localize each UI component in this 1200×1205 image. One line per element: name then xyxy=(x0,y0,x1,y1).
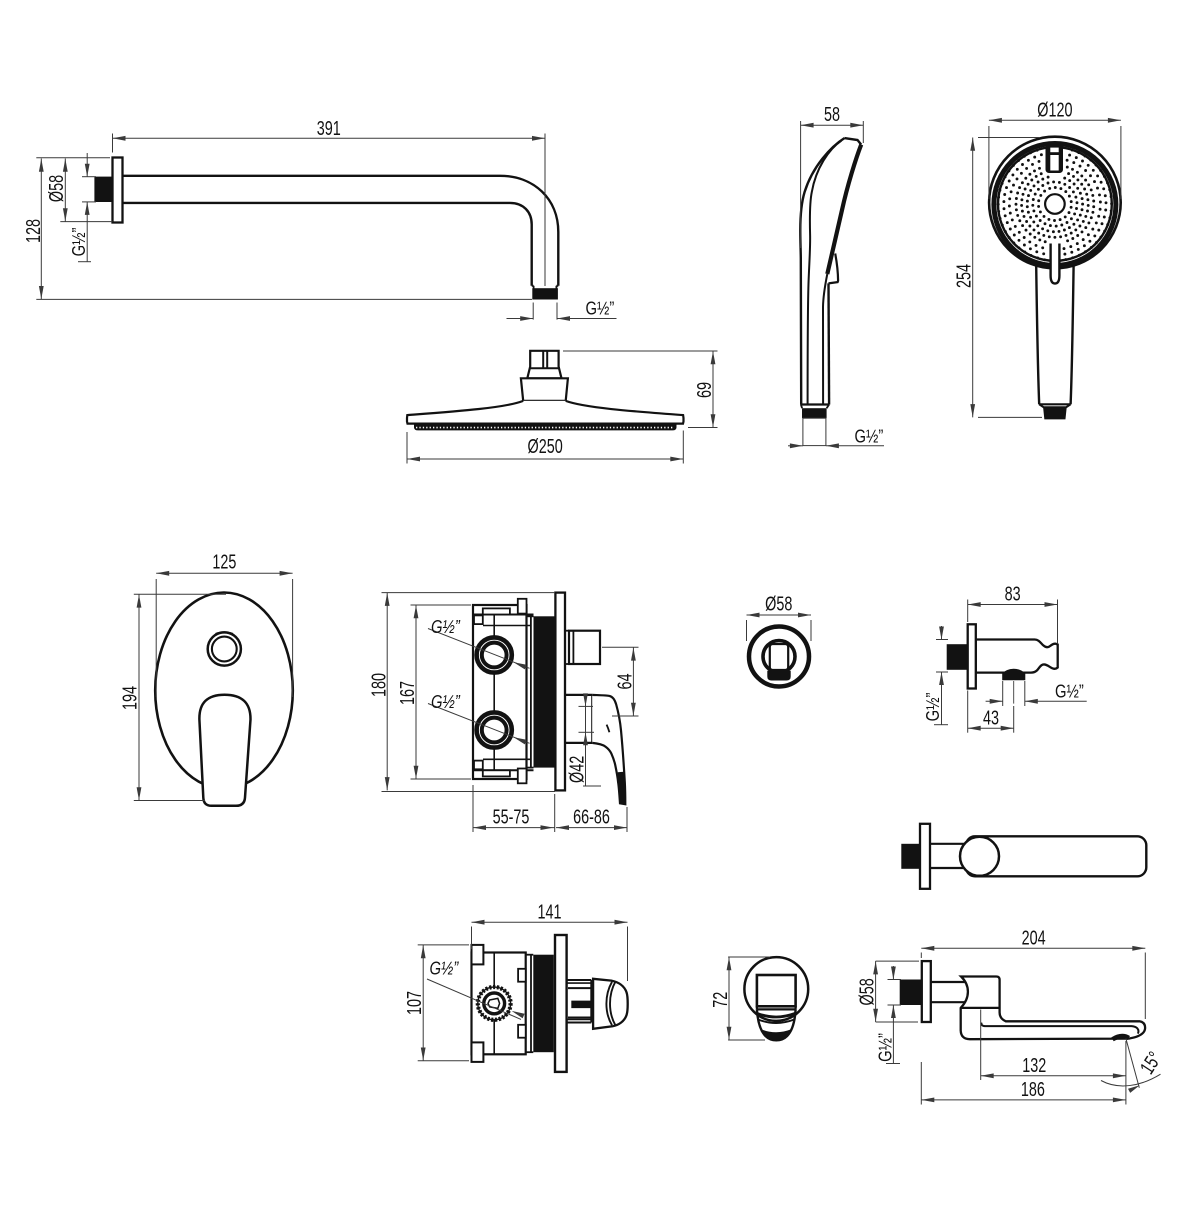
svg-text:G½”: G½” xyxy=(875,1033,896,1062)
svg-text:128: 128 xyxy=(22,219,45,243)
svg-text:55-75: 55-75 xyxy=(493,805,530,828)
svg-text:125: 125 xyxy=(212,550,236,573)
svg-text:141: 141 xyxy=(537,900,561,923)
svg-text:58: 58 xyxy=(824,103,840,126)
svg-text:391: 391 xyxy=(317,117,341,140)
svg-text:Ø58: Ø58 xyxy=(45,175,68,202)
svg-text:G½”: G½” xyxy=(855,426,884,447)
svg-text:Ø58: Ø58 xyxy=(855,978,878,1005)
svg-text:194: 194 xyxy=(118,686,141,710)
svg-text:107: 107 xyxy=(403,991,426,1015)
svg-text:66-86: 66-86 xyxy=(573,805,610,828)
svg-text:Ø250: Ø250 xyxy=(528,435,563,458)
svg-text:64: 64 xyxy=(613,673,636,689)
svg-text:132: 132 xyxy=(1022,1053,1046,1076)
svg-text:69: 69 xyxy=(693,382,716,398)
svg-text:167: 167 xyxy=(396,681,419,705)
svg-text:180: 180 xyxy=(367,673,390,697)
svg-text:Ø42: Ø42 xyxy=(565,756,588,783)
svg-text:G½”: G½” xyxy=(431,616,461,637)
svg-text:72: 72 xyxy=(709,992,732,1008)
svg-text:G½”: G½” xyxy=(1055,681,1084,702)
svg-text:Ø120: Ø120 xyxy=(1037,98,1072,121)
svg-text:G½”: G½” xyxy=(431,691,461,712)
svg-text:186: 186 xyxy=(1021,1078,1045,1101)
svg-text:254: 254 xyxy=(952,264,975,288)
svg-text:G½”: G½” xyxy=(430,958,460,979)
svg-text:204: 204 xyxy=(1022,926,1046,949)
svg-text:43: 43 xyxy=(983,706,999,729)
svg-text:Ø58: Ø58 xyxy=(765,592,792,615)
svg-text:G½”: G½” xyxy=(586,298,615,319)
svg-text:83: 83 xyxy=(1005,582,1021,605)
svg-text:G½”: G½” xyxy=(922,693,943,722)
svg-text:G½”: G½” xyxy=(68,228,89,257)
